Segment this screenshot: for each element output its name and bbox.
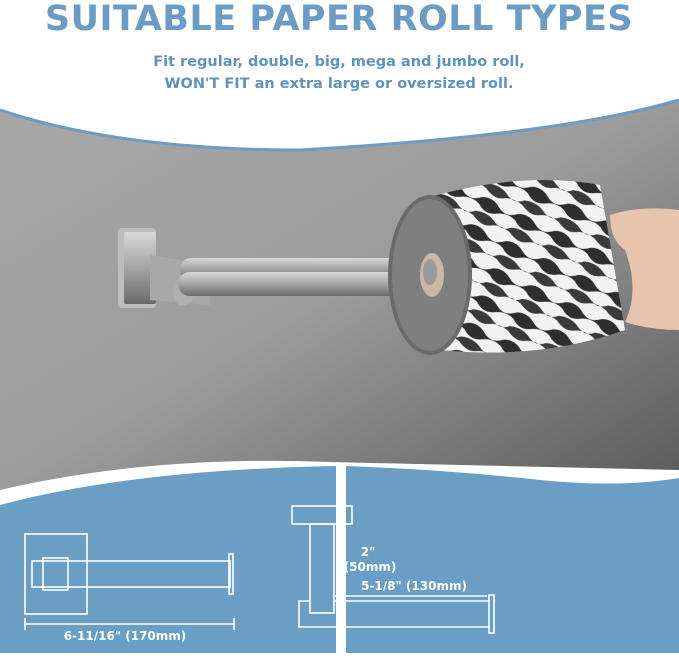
- front-view-diagram: 6-11/16" (170mm): [24, 533, 235, 643]
- front-view-panel: [0, 466, 336, 653]
- width-dimension-label: 6-11/16" (170mm): [64, 629, 187, 643]
- hand: [610, 208, 679, 330]
- depth-dimension-label: 5-1/8" (130mm): [361, 579, 467, 593]
- height-dimension-mm: (50mm): [344, 560, 397, 574]
- header-curve-line: [0, 98, 679, 152]
- subtitle-line-2: WON'T FIT an extra large or oversized ro…: [165, 76, 514, 92]
- side-view-diagram: 2" (50mm) 5-1/8" (130mm): [291, 505, 495, 634]
- page-title: SUITABLE PAPER ROLL TYPES: [45, 0, 633, 39]
- subtitle-line-1: Fit regular, double, big, mega and jumbo…: [153, 54, 525, 70]
- header-background: [0, 0, 679, 150]
- toilet-paper-holder: [118, 228, 440, 308]
- side-view-panel: [346, 466, 679, 653]
- zebra-paper-roll: [388, 180, 625, 355]
- height-dimension-inches: 2": [361, 545, 376, 559]
